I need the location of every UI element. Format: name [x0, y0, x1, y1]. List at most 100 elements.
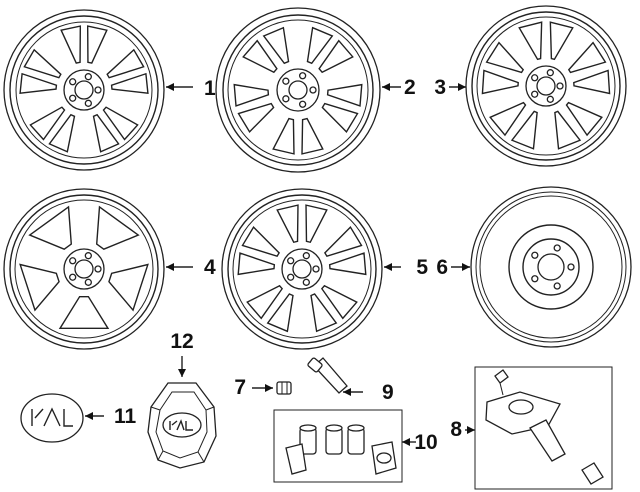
emblem[interactable] — [20, 393, 84, 443]
lock-nut — [347, 427, 365, 455]
spoke-window — [23, 48, 62, 79]
wheel-1[interactable] — [3, 9, 165, 171]
lug-hole — [94, 265, 102, 273]
lock-nut-top — [347, 424, 365, 432]
lug-hole — [553, 244, 561, 252]
lock-nut — [285, 443, 307, 475]
spoke-window — [310, 293, 338, 333]
spoke-window — [28, 205, 73, 250]
spoke-window — [233, 83, 270, 107]
callout-number: 5 — [416, 256, 428, 279]
lug-hole — [302, 278, 310, 286]
lock-nut-top — [325, 424, 343, 432]
lug-hole — [298, 72, 307, 80]
spoke-window — [321, 102, 359, 133]
spare-wheel[interactable] — [470, 186, 632, 348]
lug-hole — [94, 86, 102, 94]
callout-number: 6 — [436, 256, 448, 279]
lug-hole — [282, 77, 290, 85]
spoke-window — [48, 113, 76, 153]
callout-wheel-3: 3 — [434, 76, 466, 99]
lug-hole — [531, 74, 539, 82]
spoke-window — [29, 106, 66, 141]
callout-valve-stem-nut: 7 — [234, 376, 273, 399]
lug-hole — [531, 275, 539, 283]
callout-wheel-4: 4 — [166, 256, 216, 279]
lug-hole — [69, 94, 77, 102]
spoke-window — [301, 117, 324, 155]
lug-hole — [546, 69, 554, 77]
callout-wheel-2: 2 — [382, 76, 416, 99]
callout-valve-stem: 9 — [343, 381, 394, 404]
arrowhead — [384, 263, 392, 271]
lug-hole — [84, 278, 92, 286]
wheel-2[interactable] — [215, 7, 381, 173]
callout-tpms-sensor-kit: 8 — [450, 418, 475, 441]
callout-wheel-5: 5 — [384, 256, 428, 279]
callout-number: 7 — [234, 376, 246, 399]
spoke-window — [489, 101, 527, 137]
arrowhead — [402, 438, 410, 446]
spoke-window — [108, 263, 149, 312]
spoke-window — [554, 110, 582, 150]
lug-hole — [69, 273, 77, 281]
callout-number: 2 — [404, 76, 416, 99]
lug-hole — [84, 99, 92, 107]
arrowhead — [166, 83, 174, 91]
spoke-window — [86, 25, 108, 64]
lug-hole — [567, 263, 575, 271]
callout-spare-wheel: 6 — [436, 256, 470, 279]
spoke-window — [573, 69, 611, 95]
spoke-window — [95, 205, 140, 250]
callout-number: 8 — [450, 418, 462, 441]
lug-hole — [298, 100, 307, 108]
callout-number: 4 — [204, 256, 216, 279]
lug-hole — [531, 251, 539, 259]
spoke-window — [58, 295, 110, 330]
lug-hole — [546, 95, 554, 103]
lug-hole — [556, 82, 564, 90]
valve-stem-nut[interactable] — [276, 381, 292, 395]
spoke-window — [237, 252, 276, 276]
callout-number: 3 — [434, 76, 446, 99]
lug-hole — [312, 265, 320, 273]
spoke-window — [19, 72, 58, 95]
spoke-window — [60, 25, 82, 64]
wheel-3[interactable] — [465, 5, 627, 167]
valve-stem[interactable] — [307, 357, 348, 394]
lug-hole — [69, 257, 77, 265]
spoke-window — [305, 204, 328, 244]
wheel-4[interactable] — [3, 188, 165, 350]
callout-number: 10 — [414, 431, 437, 454]
spoke-window — [102, 106, 139, 141]
spoke-window — [110, 72, 149, 95]
spoke-window — [328, 252, 367, 276]
lug-hole — [553, 282, 561, 290]
lug-hole — [531, 90, 539, 98]
tpms-sensor-kit[interactable] — [474, 366, 613, 490]
lock-nut — [325, 427, 343, 455]
spoke-window — [92, 113, 120, 153]
lug-hole — [84, 73, 92, 81]
spoke-window — [318, 39, 354, 74]
arrowhead — [343, 388, 351, 396]
spoke-window — [326, 83, 363, 107]
spoke-window — [518, 21, 543, 61]
wheel-5[interactable] — [221, 188, 383, 350]
wheel-lock-kit[interactable] — [273, 409, 403, 483]
arrowhead — [462, 263, 470, 271]
lug-hole — [84, 252, 92, 260]
arrowhead — [467, 426, 475, 434]
center-cap[interactable] — [147, 382, 217, 469]
spoke-window — [246, 284, 284, 320]
lug-hole — [287, 273, 295, 281]
spoke-window — [567, 41, 607, 74]
spoke-window — [237, 102, 275, 133]
callout-number: 12 — [170, 330, 193, 353]
lug-hole — [287, 257, 295, 265]
spoke-window — [549, 21, 574, 61]
spoke-window — [272, 117, 295, 155]
arrowhead — [166, 263, 174, 271]
spoke-window — [19, 263, 60, 312]
